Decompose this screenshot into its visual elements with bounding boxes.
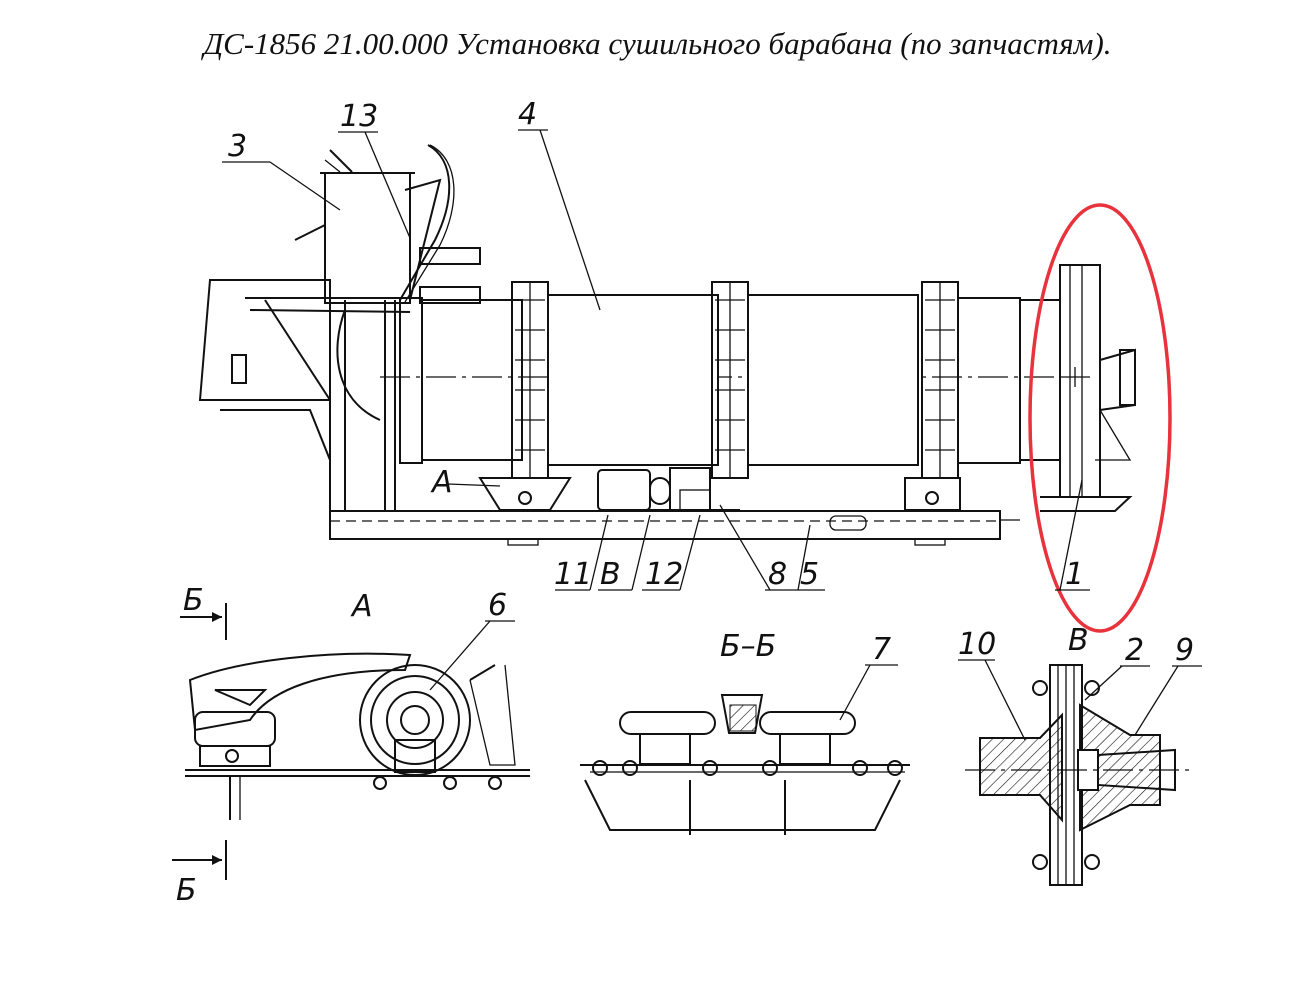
highlight-ellipse [1028,203,1172,633]
callout-2: 2 [1125,633,1144,668]
view-a-label: А [350,589,373,624]
base-frame [329,510,1020,546]
callout-6: 6 [488,588,507,623]
callout-8: 8 [768,557,787,592]
cut-label-top: Б [183,583,204,618]
drying-drum [380,281,1061,511]
callout-1: 1 [1065,557,1084,592]
callout-5: 5 [800,557,819,592]
drum-ring-3 [921,281,959,479]
feed-hopper [198,144,481,511]
drive-unit [597,467,740,511]
main-view: 3 13 4 А 11 В 12 8 [198,97,1172,633]
callout-4: 4 [518,97,537,132]
callout-11: 11 [554,557,592,592]
drum-ring-2 [711,281,749,479]
drawing-title: ДС-1856 21.00.000 Установка сушильного б… [203,26,1112,61]
detail-view-a: А Б Б 6 [172,583,530,908]
drum-ring-1 [511,281,549,479]
callout-marker-a: А [430,465,453,500]
callout-marker-v: В [600,557,621,592]
section-view-bb: Б–Б 7 [580,629,910,835]
callout-7: 7 [872,632,891,667]
cut-label-bottom: Б [176,873,197,908]
callouts: 3 13 4 А 11 В 12 8 [222,97,1090,592]
callout-13: 13 [340,99,378,134]
discharge-chamber [1040,264,1136,512]
callout-3: 3 [228,129,247,164]
view-bb-label: Б–Б [720,629,776,664]
callout-9: 9 [1175,633,1194,668]
callout-12: 12 [645,557,683,592]
detail-view-v: В 10 2 9 [958,623,1202,886]
callout-10: 10 [958,627,996,662]
view-v-label: В [1068,623,1089,658]
